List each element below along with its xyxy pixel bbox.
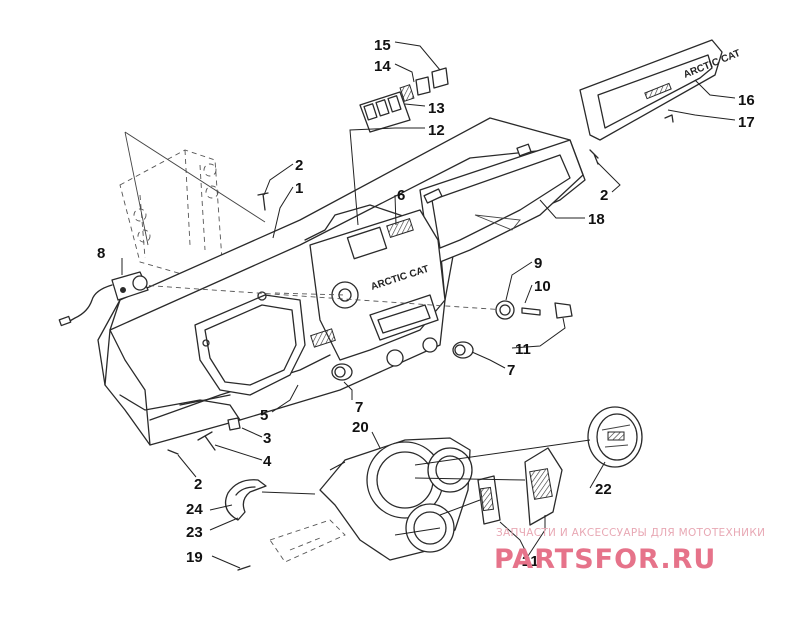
- watermark: ЗАПЧАСТИ И АКСЕССУАРЫ ДЛЯ МОТОТЕХНИКИ PA…: [494, 527, 765, 575]
- callout-16: 16: [738, 92, 755, 109]
- bracket-ghost-outline: [269, 519, 346, 563]
- callout-6: 6: [397, 187, 405, 204]
- callout-3: 3: [263, 430, 271, 447]
- fastener-set: [167, 149, 599, 455]
- callout-2-lower: 2: [194, 476, 202, 493]
- callout-15: 15: [374, 37, 391, 54]
- speedometer: [587, 406, 643, 468]
- callout-9: 9: [534, 255, 542, 272]
- callout-8: 8: [97, 245, 105, 262]
- callout-7-lower: 7: [355, 399, 363, 416]
- callout-2-top: 2: [295, 157, 303, 174]
- callout-12: 12: [428, 122, 445, 139]
- callout-18: 18: [588, 211, 605, 228]
- callout-13: 13: [428, 100, 445, 117]
- switch-bank: [359, 67, 449, 133]
- gauge-pod: [319, 437, 473, 561]
- bezel-key-set: [495, 300, 573, 320]
- callout-23: 23: [186, 524, 203, 541]
- callout-2-right: 2: [600, 187, 608, 204]
- leader-lines: [121, 41, 736, 569]
- callout-20: 20: [352, 419, 369, 436]
- callout-14: 14: [374, 58, 391, 75]
- callout-7-right: 7: [507, 362, 515, 379]
- callout-labels: 15 14 13 12 16 17 2 1 6 2 18 8 9 10 11 7…: [97, 37, 755, 570]
- callout-11: 11: [515, 341, 531, 358]
- callout-4: 4: [263, 453, 272, 470]
- callout-22: 22: [595, 481, 612, 498]
- watermark-site: PARTSFOR.RU: [494, 544, 716, 575]
- watermark-tagline: ЗАПЧАСТИ И АКСЕССУАРЫ ДЛЯ МОТОТЕХНИКИ: [496, 527, 765, 539]
- dashboard-body: ARCTIC CAT: [97, 117, 586, 446]
- callout-21: 21: [522, 553, 539, 570]
- reference-line: [139, 284, 506, 311]
- frame-ghost-outline: [119, 131, 266, 276]
- callout-1: 1: [295, 180, 303, 197]
- callout-24: 24: [186, 501, 203, 518]
- decal-sheet: [477, 447, 563, 526]
- callout-17: 17: [738, 114, 755, 131]
- screw-19: [237, 565, 251, 571]
- trim-ring: [224, 479, 267, 521]
- callout-19: 19: [186, 549, 203, 566]
- callout-10: 10: [534, 278, 551, 295]
- reference-line: [274, 292, 346, 296]
- key-switch-assembly: [58, 271, 149, 327]
- callout-5: 5: [260, 407, 268, 424]
- plug-set: [331, 341, 474, 381]
- instrument-bezel: ARCTIC CAT: [579, 39, 742, 141]
